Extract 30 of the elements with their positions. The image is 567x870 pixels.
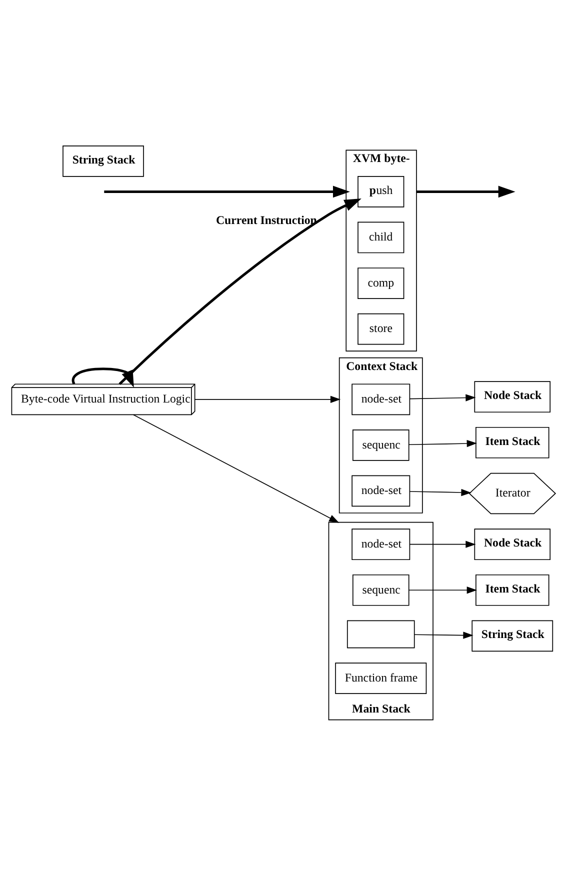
node-box: Item Stack — [476, 426, 550, 458]
arrow — [194, 396, 341, 403]
arrow — [408, 440, 478, 448]
arrow — [72, 368, 134, 388]
node-box: Item Stack — [476, 574, 550, 606]
arrow — [408, 586, 478, 594]
node-box — [346, 620, 415, 648]
node-box: push — [358, 176, 404, 208]
edge-label: Current Instruction — [216, 213, 317, 228]
node-box: node-set — [352, 384, 410, 416]
node-box: Function frame — [335, 662, 427, 694]
node-box: String Stack — [472, 620, 554, 652]
node-box: child — [358, 222, 404, 254]
arrow — [104, 186, 350, 198]
node-box: sequenc — [352, 430, 410, 461]
arrow — [409, 488, 472, 496]
node-box: store — [358, 313, 404, 345]
node-box: Node Stack — [474, 528, 551, 560]
node-box: comp — [358, 268, 404, 299]
node-box: String Stack — [62, 146, 144, 177]
node-box: Node Stack — [474, 381, 551, 413]
node-box: sequenc — [352, 574, 410, 606]
arrow — [409, 540, 476, 548]
arrow — [132, 414, 340, 523]
node-box: node-set — [352, 475, 410, 507]
arrow — [118, 198, 362, 386]
arrow — [416, 186, 516, 198]
arrow — [414, 632, 474, 639]
arrow — [409, 394, 476, 402]
node-box: node-set — [352, 528, 410, 560]
